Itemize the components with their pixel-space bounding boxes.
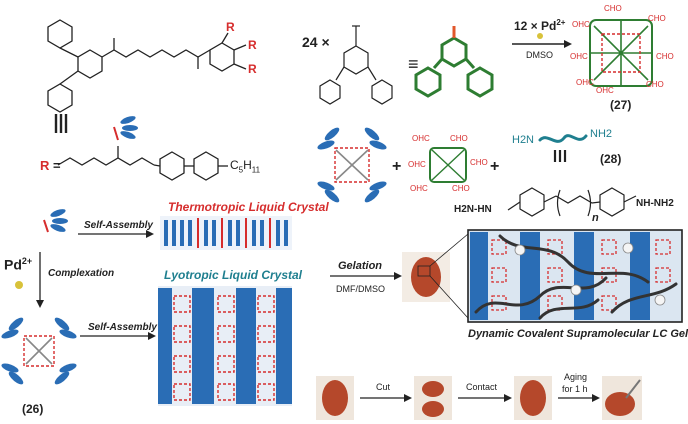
reagent-label: 12 × Pd2+ (514, 18, 566, 33)
contact-label: Contact (466, 382, 498, 392)
healing-photo-1 (316, 376, 354, 420)
r-substituent-1: R (226, 20, 235, 34)
hydrazide-ring-left (519, 187, 545, 217)
hydrazide-left-label: H2N-HN (454, 204, 492, 215)
healing-photo-3 (514, 376, 552, 420)
aging-label: Aging (564, 372, 588, 382)
cage-cho-1: CHO (604, 4, 622, 13)
complex-26-icon (1, 317, 77, 385)
gel-network-image (467, 229, 683, 323)
small-cage-cho-4: CHO (452, 184, 470, 193)
r-substituent-2: R (248, 38, 257, 52)
amine-h2n-label: H2N (512, 134, 535, 146)
lyotropic-label: Lyotropic Liquid Crystal (164, 268, 303, 282)
solvent-label-top: DMSO (526, 50, 553, 60)
hydrazide-ring-right (599, 187, 625, 217)
hydrazide-right-label: NH-NH2 (636, 198, 674, 209)
cage-cho-4: CHO (646, 80, 664, 89)
diamine-cartoon-icon (538, 134, 588, 143)
self-assembly-label-1: Self-Assembly (84, 220, 153, 231)
cage-ohc-1: OHC (572, 20, 590, 29)
aldehyde-benzene-ring (343, 45, 369, 75)
multiplier-label: 24 × (302, 34, 330, 50)
cage-ohc-4: OHC (596, 86, 614, 95)
small-cage-cho-3: CHO (470, 158, 488, 167)
pd-catalyst-dot-top (537, 33, 543, 39)
r-group-chain (57, 157, 155, 166)
gelation-label: Gelation (338, 260, 383, 272)
aldehyde-pyridine-right (371, 79, 393, 105)
healing-photo-2 (414, 376, 452, 420)
complexation-label: Complexation (48, 268, 115, 279)
single-mesogen-icon (43, 209, 68, 233)
healing-photo-4 (602, 376, 642, 420)
pyridine-ring-bottom (47, 83, 73, 113)
mesogen-cartoon-icon (113, 116, 138, 141)
aldehyde-pyridine-left (319, 79, 341, 105)
pyridine-ring-top (47, 19, 73, 49)
aging-time-label: for 1 h (562, 384, 588, 394)
gel-solvent-label: DMF/DMSO (336, 284, 385, 294)
cage-ohc-2: OHC (570, 52, 588, 61)
cyclohexyl-ring-tail (193, 151, 219, 181)
central-benzene-ring (77, 49, 103, 79)
ester-linker-chain (101, 49, 211, 58)
equiv-symbol: ≡ (408, 54, 419, 74)
gel-caption: Dynamic Covalent Supramolecular LC Gel (468, 328, 688, 340)
amine-nh2-label: NH2 (590, 128, 613, 140)
cut-label: Cut (376, 382, 391, 392)
plus-sign-1: + (392, 158, 402, 175)
r-group-label: R = (40, 158, 61, 173)
small-cage-cho-1: OHC (412, 134, 430, 143)
repeat-unit-n: n (592, 212, 599, 224)
compound-27-label: (27) (610, 98, 632, 112)
tail-label: C5H11 (230, 158, 261, 175)
cage-27-icon (589, 19, 653, 87)
gel-photo (402, 252, 450, 302)
small-cage-ohc-1: OHC (408, 160, 426, 169)
r-substituent-3: R (248, 62, 257, 76)
small-cage-cho-2: CHO (450, 134, 468, 143)
cage-cho-2: CHO (648, 14, 666, 23)
cluster-cartoon-icon (317, 127, 387, 203)
compound-28-label: (28) (600, 152, 622, 166)
green-ligand-icon (414, 26, 494, 98)
pd-catalyst-dot-left (15, 281, 23, 289)
thermotropic-lc-image (160, 216, 292, 250)
lyotropic-lc-image (158, 286, 292, 406)
plus-sign-2: + (490, 158, 500, 175)
cage-cho-3: CHO (656, 52, 674, 61)
aryl-ring-right (209, 42, 235, 72)
cage-ohc-3: OHC (576, 78, 594, 87)
phenyl-ring-tail (159, 151, 185, 181)
small-cage-ohc-2: OHC (410, 184, 428, 193)
thermotropic-label: Thermotropic Liquid Crystal (168, 200, 329, 214)
small-cage-icon (429, 147, 467, 183)
self-assembly-label-2: Self-Assembly (88, 322, 157, 333)
pd-ion-label: Pd2+ (4, 256, 33, 273)
compound-26-label: (26) (22, 402, 44, 416)
